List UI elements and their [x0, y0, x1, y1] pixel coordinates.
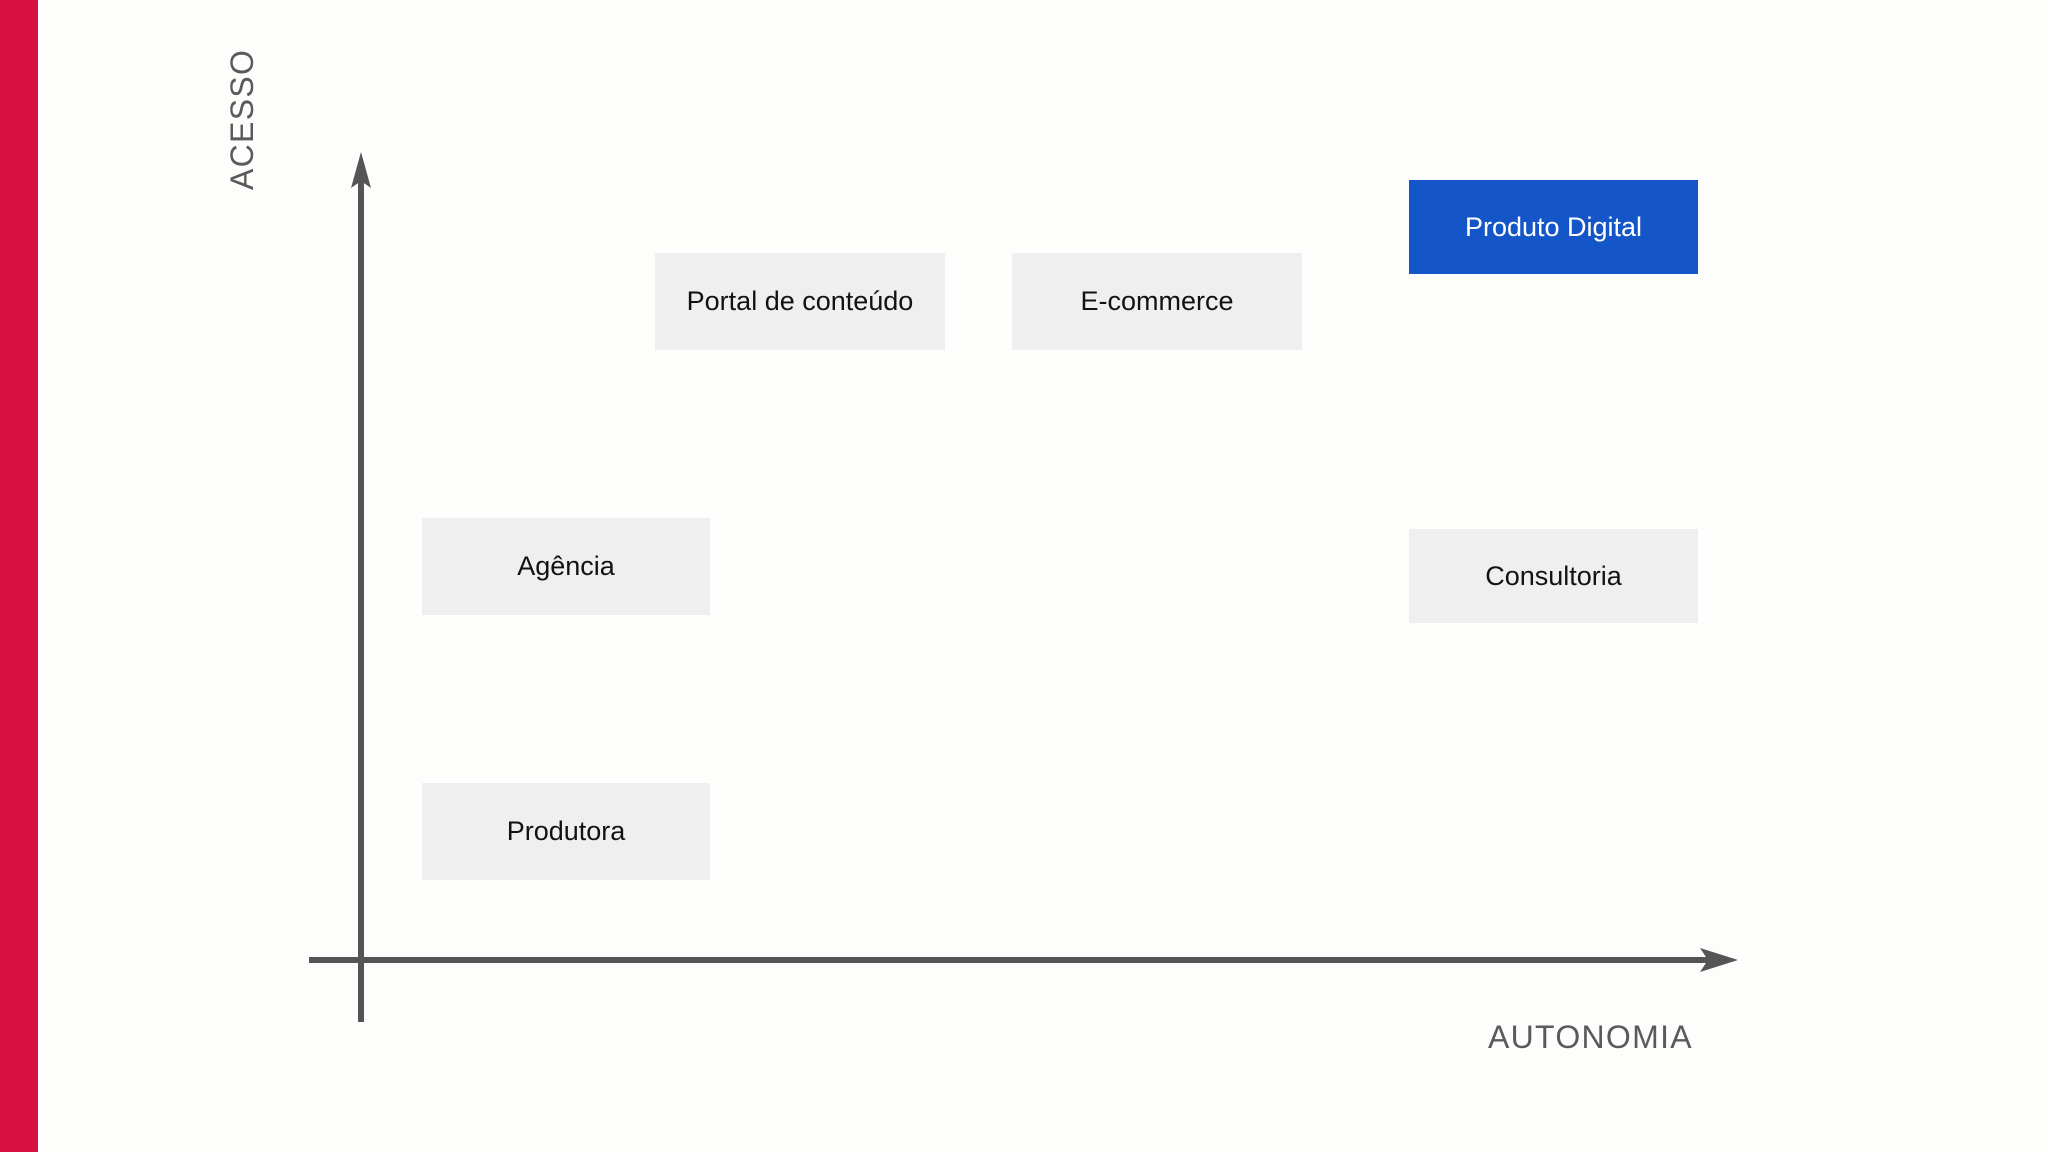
y-axis-label: ACESSO — [224, 48, 260, 190]
x-axis-arrowhead — [1700, 948, 1738, 972]
node-portal-de-conteudo[interactable]: Portal de conteúdo — [655, 253, 945, 350]
node-agencia[interactable]: Agência — [422, 518, 710, 615]
left-accent-bar — [0, 0, 38, 1152]
node-produtora[interactable]: Produtora — [422, 783, 710, 880]
x-axis-label: AUTONOMIA — [1488, 1019, 1693, 1055]
y-axis-arrowhead — [351, 152, 371, 188]
node-produto-digital[interactable]: Produto Digital — [1409, 180, 1698, 274]
node-e-commerce[interactable]: E-commerce — [1012, 253, 1302, 350]
node-consultoria[interactable]: Consultoria — [1409, 529, 1698, 623]
